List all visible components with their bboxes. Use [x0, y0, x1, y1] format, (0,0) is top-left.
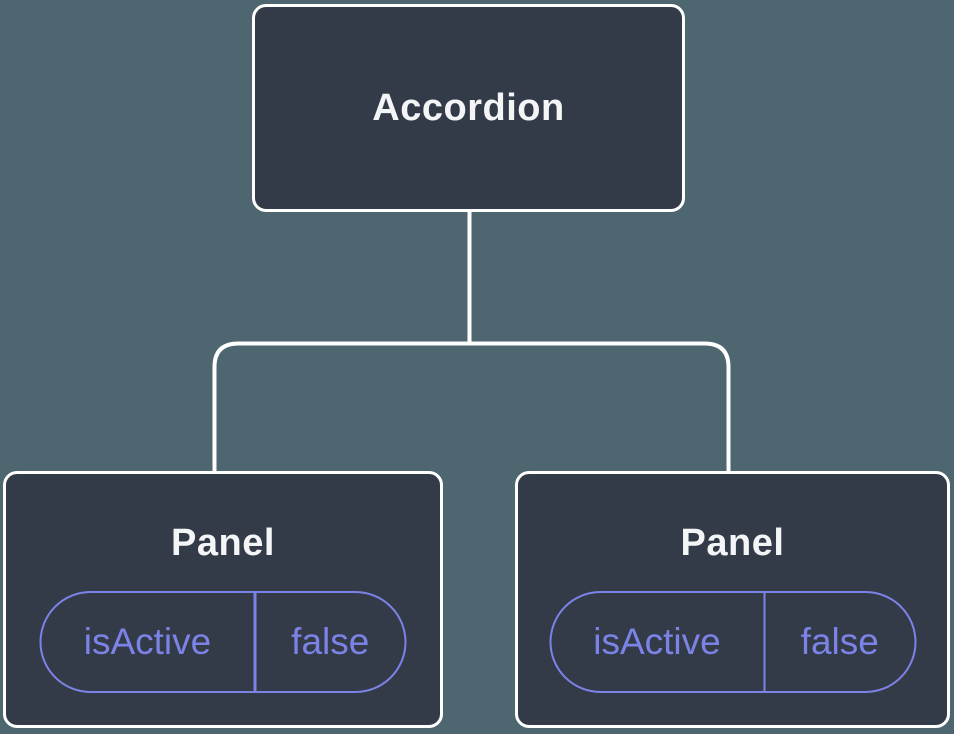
accordion-label: Accordion — [372, 86, 565, 129]
node-accordion: Accordion — [252, 4, 685, 212]
node-panel-right: Panel isActive false — [515, 471, 950, 728]
state-pill: isActive false — [549, 591, 916, 693]
branch-bracket-line — [212, 341, 731, 472]
prop-name: isActive — [83, 621, 212, 662]
panel-label: Panel — [171, 522, 275, 564]
panel-label: Panel — [680, 522, 785, 564]
prop-name: isActive — [593, 621, 721, 662]
node-panel-left: Panel isActive false — [3, 471, 443, 728]
pill-divider — [763, 593, 766, 691]
prop-value: false — [800, 621, 879, 662]
pill-divider — [253, 593, 256, 691]
state-pill: isActive false — [39, 591, 407, 693]
prop-value: false — [291, 621, 370, 662]
